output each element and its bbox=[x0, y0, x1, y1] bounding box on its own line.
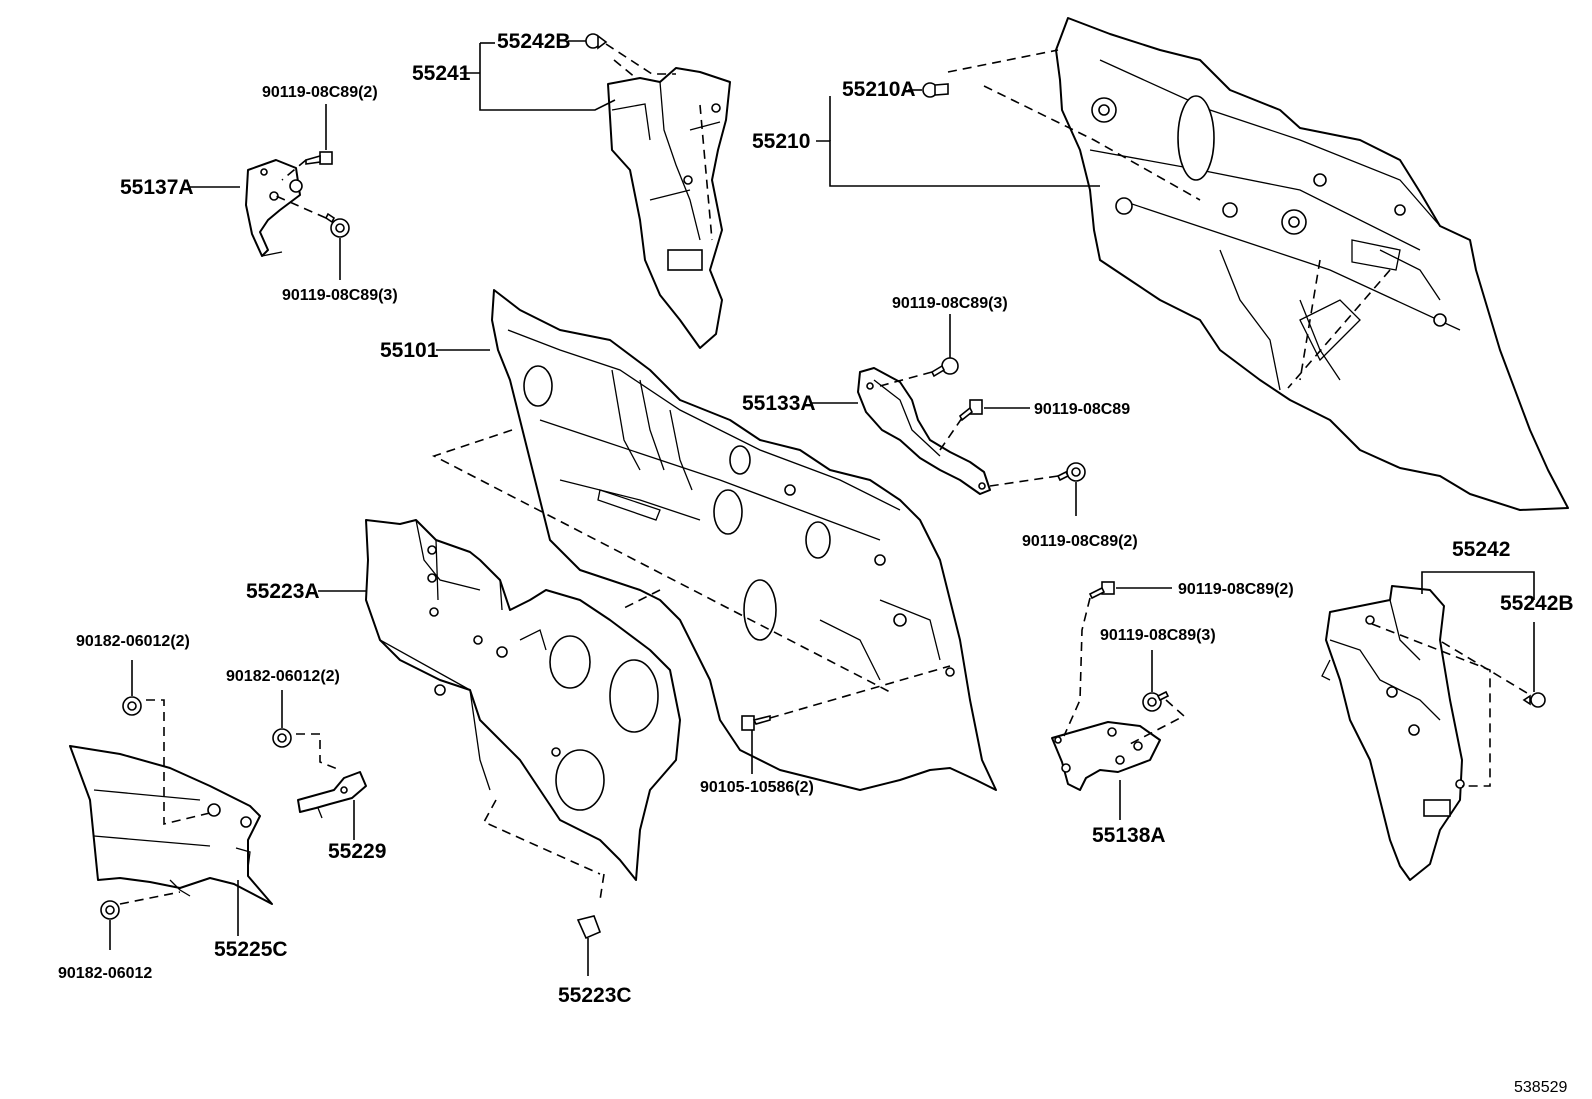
part-55225C-shield bbox=[69, 745, 273, 905]
bolt-90119-08C89-mid bbox=[958, 399, 983, 422]
label-55242: 55242 bbox=[1452, 538, 1510, 561]
bolt-90119-08C89-2-mid bbox=[1056, 462, 1086, 482]
label-90119-08C89-2-mid: 90119-08C89(2) bbox=[1022, 533, 1138, 550]
part-55242-shield bbox=[1321, 585, 1465, 881]
bolt-90105-10586 bbox=[741, 714, 771, 731]
label-55242B-top: 55242B bbox=[497, 30, 571, 53]
nut-90182-06012 bbox=[100, 900, 120, 920]
part-55137A-bracket bbox=[245, 159, 303, 257]
label-55101: 55101 bbox=[380, 339, 439, 362]
label-90182-06012: 90182-06012 bbox=[58, 965, 152, 982]
part-55138A-bracket bbox=[1051, 721, 1161, 791]
bolt-90119-08C89-2-topleft bbox=[305, 151, 333, 165]
label-90119-08C89-2-topleft: 90119-08C89(2) bbox=[262, 84, 378, 101]
label-55241: 55241 bbox=[412, 62, 471, 85]
bolt-90119-08C89-3-mid bbox=[930, 357, 959, 378]
bolt-90119-08C89-3-right bbox=[1142, 690, 1170, 712]
label-55225C: 55225C bbox=[214, 938, 288, 961]
clip-55210A bbox=[922, 82, 949, 98]
clip-55223C bbox=[576, 915, 602, 940]
bolt-90119-08C89-2-right bbox=[1088, 581, 1115, 600]
label-55137A: 55137A bbox=[120, 176, 194, 199]
label-90105-10586-2: 90105-10586(2) bbox=[700, 779, 814, 796]
nut-90182-06012-2-left bbox=[122, 696, 142, 716]
part-55229-bracket bbox=[297, 771, 367, 819]
clip-55242B-right bbox=[1522, 692, 1546, 708]
nut-90182-06012-2-mid bbox=[272, 728, 292, 748]
label-55223A: 55223A bbox=[246, 580, 320, 603]
label-90182-06012-2-mid: 90182-06012(2) bbox=[226, 668, 340, 685]
clip-55242B-top bbox=[585, 33, 608, 50]
part-55241-shield bbox=[607, 67, 731, 349]
diagram-id: 538529 bbox=[1514, 1079, 1567, 1096]
label-90119-08C89-3-right: 90119-08C89(3) bbox=[1100, 627, 1216, 644]
label-55133A: 55133A bbox=[742, 392, 816, 415]
part-55223A-insulator bbox=[365, 519, 681, 881]
label-55210: 55210 bbox=[752, 130, 810, 153]
label-90119-08C89-2-right: 90119-08C89(2) bbox=[1178, 581, 1294, 598]
part-55133A-bracket bbox=[857, 367, 991, 495]
label-55242B-right: 55242B bbox=[1500, 592, 1574, 615]
label-55223C: 55223C bbox=[558, 984, 632, 1007]
part-55101-dash-insulator bbox=[491, 289, 997, 791]
label-55229: 55229 bbox=[328, 840, 386, 863]
part-55210-insulator bbox=[1055, 17, 1569, 511]
label-90182-06012-2-left: 90182-06012(2) bbox=[76, 633, 190, 650]
label-55210A: 55210A bbox=[842, 78, 916, 101]
label-90119-08C89-3-topleft: 90119-08C89(3) bbox=[282, 287, 398, 304]
label-55138A: 55138A bbox=[1092, 824, 1166, 847]
label-90119-08C89-3-mid: 90119-08C89(3) bbox=[892, 295, 1008, 312]
bolt-90119-08C89-3-topleft bbox=[324, 212, 350, 238]
label-90119-08C89-mid: 90119-08C89 bbox=[1034, 401, 1130, 418]
